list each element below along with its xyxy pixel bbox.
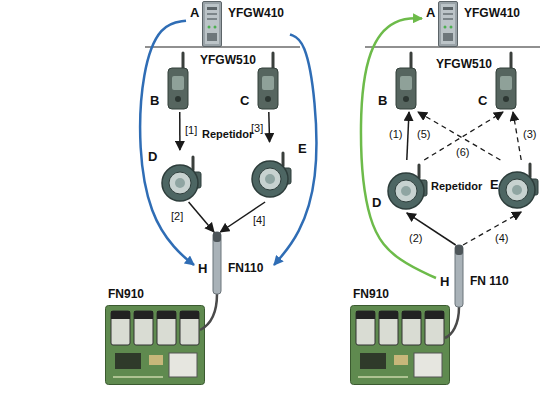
radio-link [407,112,409,160]
repeater-label: Repetidor [431,180,482,193]
access-point-icon [168,53,188,109]
data-path [140,21,194,265]
device-letter: B [378,94,387,109]
device-letter: A [426,6,435,21]
device-letter: D [372,196,381,211]
device-letter: C [478,94,487,109]
repeater-icon [162,157,201,201]
access-point-icon [258,53,278,109]
callout-number: [2] [170,210,184,223]
device-letter: D [148,150,157,165]
alternate-link [513,112,521,160]
cable [445,307,459,338]
alternate-link [463,212,521,245]
repeater-label: Repetidor [202,128,253,141]
model-label: YFGW510 [436,58,492,72]
device-model: FN 110 [470,275,509,289]
device-node: E [490,160,542,212]
board-icon [351,306,450,385]
device-model: FN110 [228,262,263,276]
callout-number: (1) [388,128,403,141]
field-device-icon [455,245,463,307]
device-letter: A [190,6,199,21]
repeater-icon [499,164,538,208]
device-node: E [246,142,310,202]
device-node: B [150,50,198,112]
device-node: A YFGW410 [186,0,290,46]
cable [200,294,217,330]
callout-number: (5) [416,128,431,141]
device-letter: E [298,142,307,157]
radio-link [407,213,456,245]
device-node: B [378,50,428,112]
callout-number: (3) [522,128,537,141]
device-model: YFGW410 [464,7,520,21]
alternate-link [424,112,503,160]
device-node: A YFGW410 [422,0,526,46]
device-node: H FN110 [194,232,274,292]
device-node: D [372,160,430,213]
device-letter: B [150,94,159,109]
gateway-icon [439,2,458,47]
radio-link [179,112,181,150]
callout-number: [1] [184,124,198,137]
field-device-icon [213,232,221,294]
model-label: FN910 [108,288,144,302]
device-node: H FN 110 [436,245,518,305]
device-letter: H [440,275,449,290]
callout-number: (2) [408,232,423,245]
board-icon [106,306,205,385]
radio-link [189,202,214,232]
model-label: FN910 [353,288,389,302]
repeater-icon [252,153,291,197]
network-bus [145,46,300,47]
data-path [361,18,436,278]
access-point-icon [396,53,416,109]
radio-link [268,112,270,142]
device-node: D [148,150,206,202]
device-letter: E [490,178,499,193]
device-model: YFGW410 [228,7,284,21]
data-path [274,35,316,266]
callout-number: (6) [455,146,470,159]
device-letter: H [198,262,207,277]
callout-number: [4] [252,214,266,227]
callout-number: (4) [494,232,509,245]
repeater-icon [388,165,427,209]
model-label: YFGW510 [200,54,256,68]
gateway-icon [203,2,222,47]
access-point-icon [496,53,516,109]
device-letter: C [240,94,249,109]
